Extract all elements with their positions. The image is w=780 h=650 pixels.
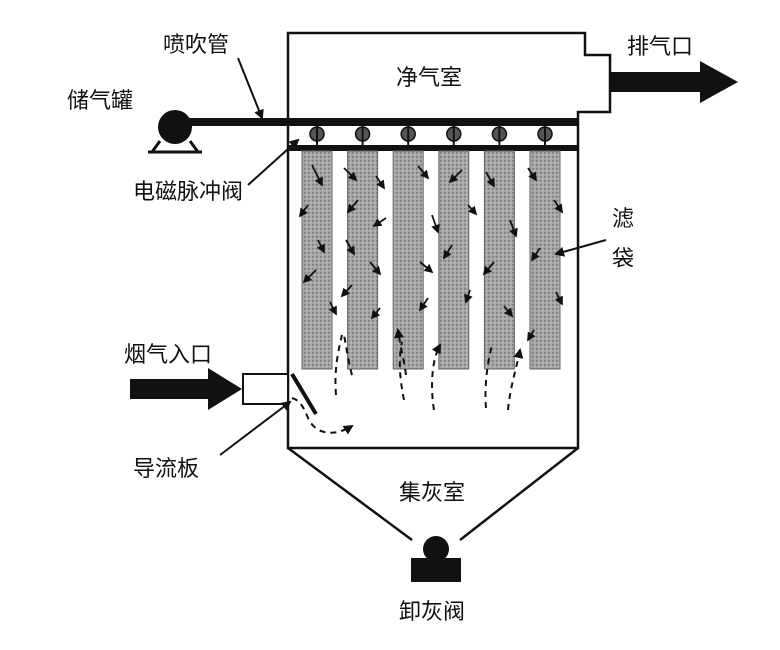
filter-bag (347, 150, 379, 370)
filter-bag (301, 150, 333, 370)
ash-hopper-outline (287, 446, 579, 542)
label-discharge-valve: 卸灰阀 (399, 600, 465, 625)
exhaust-arrow (610, 61, 738, 103)
filter-bag (529, 150, 561, 370)
label-pulse-valve: 电磁脉冲阀 (133, 180, 243, 205)
air-tank (148, 110, 202, 154)
filter-housing (286, 31, 612, 450)
label-air-tank: 储气罐 (67, 89, 133, 114)
filter-bag (438, 150, 470, 370)
flue-inlet-assembly (130, 368, 289, 410)
baffle-flow (291, 397, 354, 435)
discharge-valve (411, 536, 461, 582)
baffle-plate (290, 372, 318, 416)
label-filter-bag-2: 袋 (612, 247, 634, 272)
label-ash-hopper: 集灰室 (399, 481, 465, 506)
spray-pipe (188, 118, 578, 126)
filter-bag (483, 150, 515, 370)
label-clean-chamber: 净气室 (396, 66, 462, 91)
dust-flow-lines (334, 328, 524, 411)
label-flue-inlet: 烟气入口 (124, 343, 212, 368)
label-spray-pipe: 喷吹管 (163, 33, 229, 58)
label-baffle: 导流板 (133, 457, 199, 482)
tube-sheet (288, 145, 578, 151)
label-filter-bag-1: 滤 (612, 207, 634, 232)
filter-bag (392, 150, 424, 370)
airflow-arrows (298, 164, 563, 342)
nozzles (309, 126, 553, 145)
leader-lines (219, 57, 607, 456)
label-exhaust: 排气口 (627, 35, 693, 60)
